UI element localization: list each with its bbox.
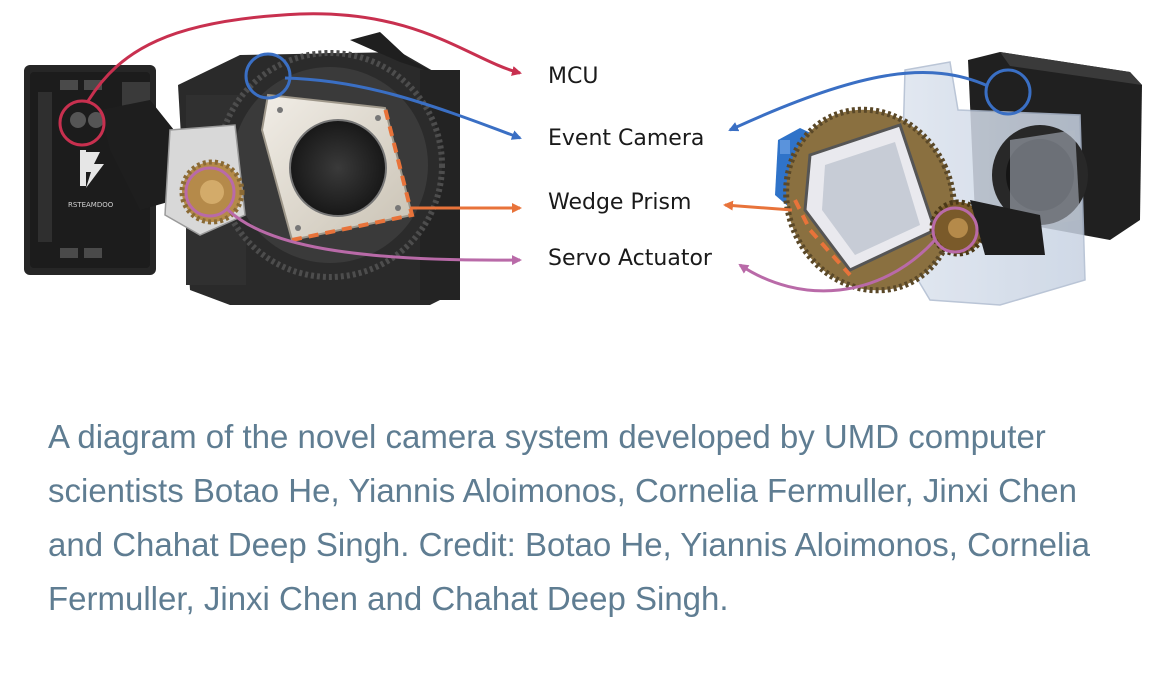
event-camera-highlight-circle-right: [984, 68, 1032, 116]
gear-ring-right: [783, 106, 957, 294]
servo-highlight-circle: [184, 166, 236, 218]
camera-system-diagram: RSTEAMDOO: [24, 12, 1142, 306]
figure-caption: A diagram of the novel camera system dev…: [48, 418, 1090, 617]
wedge-prism-arrow-right: [723, 200, 793, 212]
right-device-render: [775, 52, 1142, 306]
servo-actuator-left: [164, 124, 246, 236]
board-logo-icon: [80, 150, 104, 188]
board-logo-text: RSTEAMDOO: [68, 201, 114, 209]
mcu-highlight-circle: [58, 99, 106, 147]
event-camera-arrow-right: [728, 71, 989, 132]
servo-actuator-arrow-left: [226, 208, 522, 266]
mcu-arrow: [86, 12, 522, 102]
pinion-gear-right: [929, 199, 1045, 257]
label-servo-actuator: Servo Actuator: [548, 246, 713, 271]
event-camera-arrow-left: [284, 76, 522, 140]
servo-highlight-circle-right: [931, 206, 979, 254]
label-event-camera: Event Camera: [548, 126, 704, 151]
label-wedge-prism: Wedge Prism: [548, 190, 691, 215]
label-mcu: MCU: [548, 64, 598, 89]
event-camera-highlight-circle: [244, 52, 292, 100]
servo-actuator-arrow-right: [738, 238, 937, 293]
left-device-render: RSTEAMDOO: [24, 32, 460, 305]
wedge-prism-left: [260, 93, 415, 242]
